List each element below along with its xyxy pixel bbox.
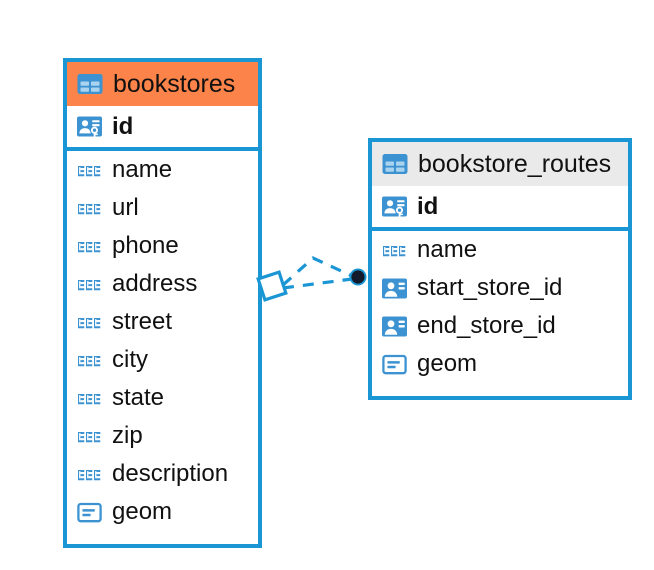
column-row-primary-key[interactable]: id <box>372 186 628 231</box>
column-row[interactable]: name <box>372 231 628 269</box>
column-row[interactable]: name <box>67 151 258 189</box>
table-icon <box>381 150 409 178</box>
column-row[interactable]: start_store_id <box>372 269 628 307</box>
text-abc-icon <box>76 309 103 336</box>
column-name: geom <box>417 350 478 378</box>
column-row[interactable]: geom <box>67 493 258 531</box>
column-name: end_store_id <box>417 312 556 340</box>
column-row[interactable]: city <box>67 341 258 379</box>
entity-header-bookstore-routes[interactable]: bookstore_routes <box>372 142 628 186</box>
entity-title: bookstores <box>113 69 236 98</box>
text-abc-icon <box>76 233 103 260</box>
column-row[interactable]: zip <box>67 417 258 455</box>
column-row[interactable]: url <box>67 189 258 227</box>
column-name: url <box>112 194 139 222</box>
column-row[interactable]: end_store_id <box>372 307 628 345</box>
column-name: zip <box>112 422 143 450</box>
table-icon <box>76 70 104 98</box>
column-list: id name url phone address street city state zip d… <box>67 106 258 531</box>
column-row[interactable]: state <box>67 379 258 417</box>
column-name: street <box>112 308 173 336</box>
text-abc-icon <box>76 423 103 450</box>
foreign-key-icon <box>381 275 408 302</box>
text-abc-icon <box>381 237 408 264</box>
column-name: description <box>112 460 229 488</box>
text-abc-icon <box>76 195 103 222</box>
relationship-target-ring <box>349 268 367 286</box>
text-abc-icon <box>76 271 103 298</box>
column-row[interactable]: address <box>67 265 258 303</box>
text-abc-icon <box>76 461 103 488</box>
text-abc-icon <box>76 347 103 374</box>
relationship-line-lower <box>282 277 353 290</box>
relationship-target-endpoint-icon <box>351 270 365 284</box>
column-row[interactable]: geom <box>372 345 628 383</box>
column-name: phone <box>112 232 179 260</box>
relationship-line-upper <box>281 256 353 287</box>
primary-key-icon <box>76 113 103 140</box>
column-name: name <box>112 156 173 184</box>
column-row[interactable]: phone <box>67 227 258 265</box>
relationship-source-diamond-icon <box>256 270 288 302</box>
column-row[interactable]: description <box>67 455 258 493</box>
column-name: id <box>417 192 439 220</box>
column-row[interactable]: street <box>67 303 258 341</box>
column-row-primary-key[interactable]: id <box>67 106 258 151</box>
column-name: geom <box>112 498 173 526</box>
column-name: address <box>112 270 198 298</box>
primary-key-icon <box>381 193 408 220</box>
entity-title: bookstore_routes <box>418 149 612 178</box>
column-name: start_store_id <box>417 274 563 302</box>
entity-table-bookstores[interactable]: bookstores id name url phone address street ci… <box>63 58 262 548</box>
text-abc-icon <box>76 157 103 184</box>
geometry-icon <box>76 499 103 526</box>
foreign-key-icon <box>381 313 408 340</box>
text-abc-icon <box>76 385 103 412</box>
column-name: name <box>417 236 478 264</box>
geometry-icon <box>381 351 408 378</box>
column-name: city <box>112 346 148 374</box>
column-name: state <box>112 384 165 412</box>
column-name: id <box>112 112 134 140</box>
entity-header-bookstores[interactable]: bookstores <box>67 62 258 106</box>
